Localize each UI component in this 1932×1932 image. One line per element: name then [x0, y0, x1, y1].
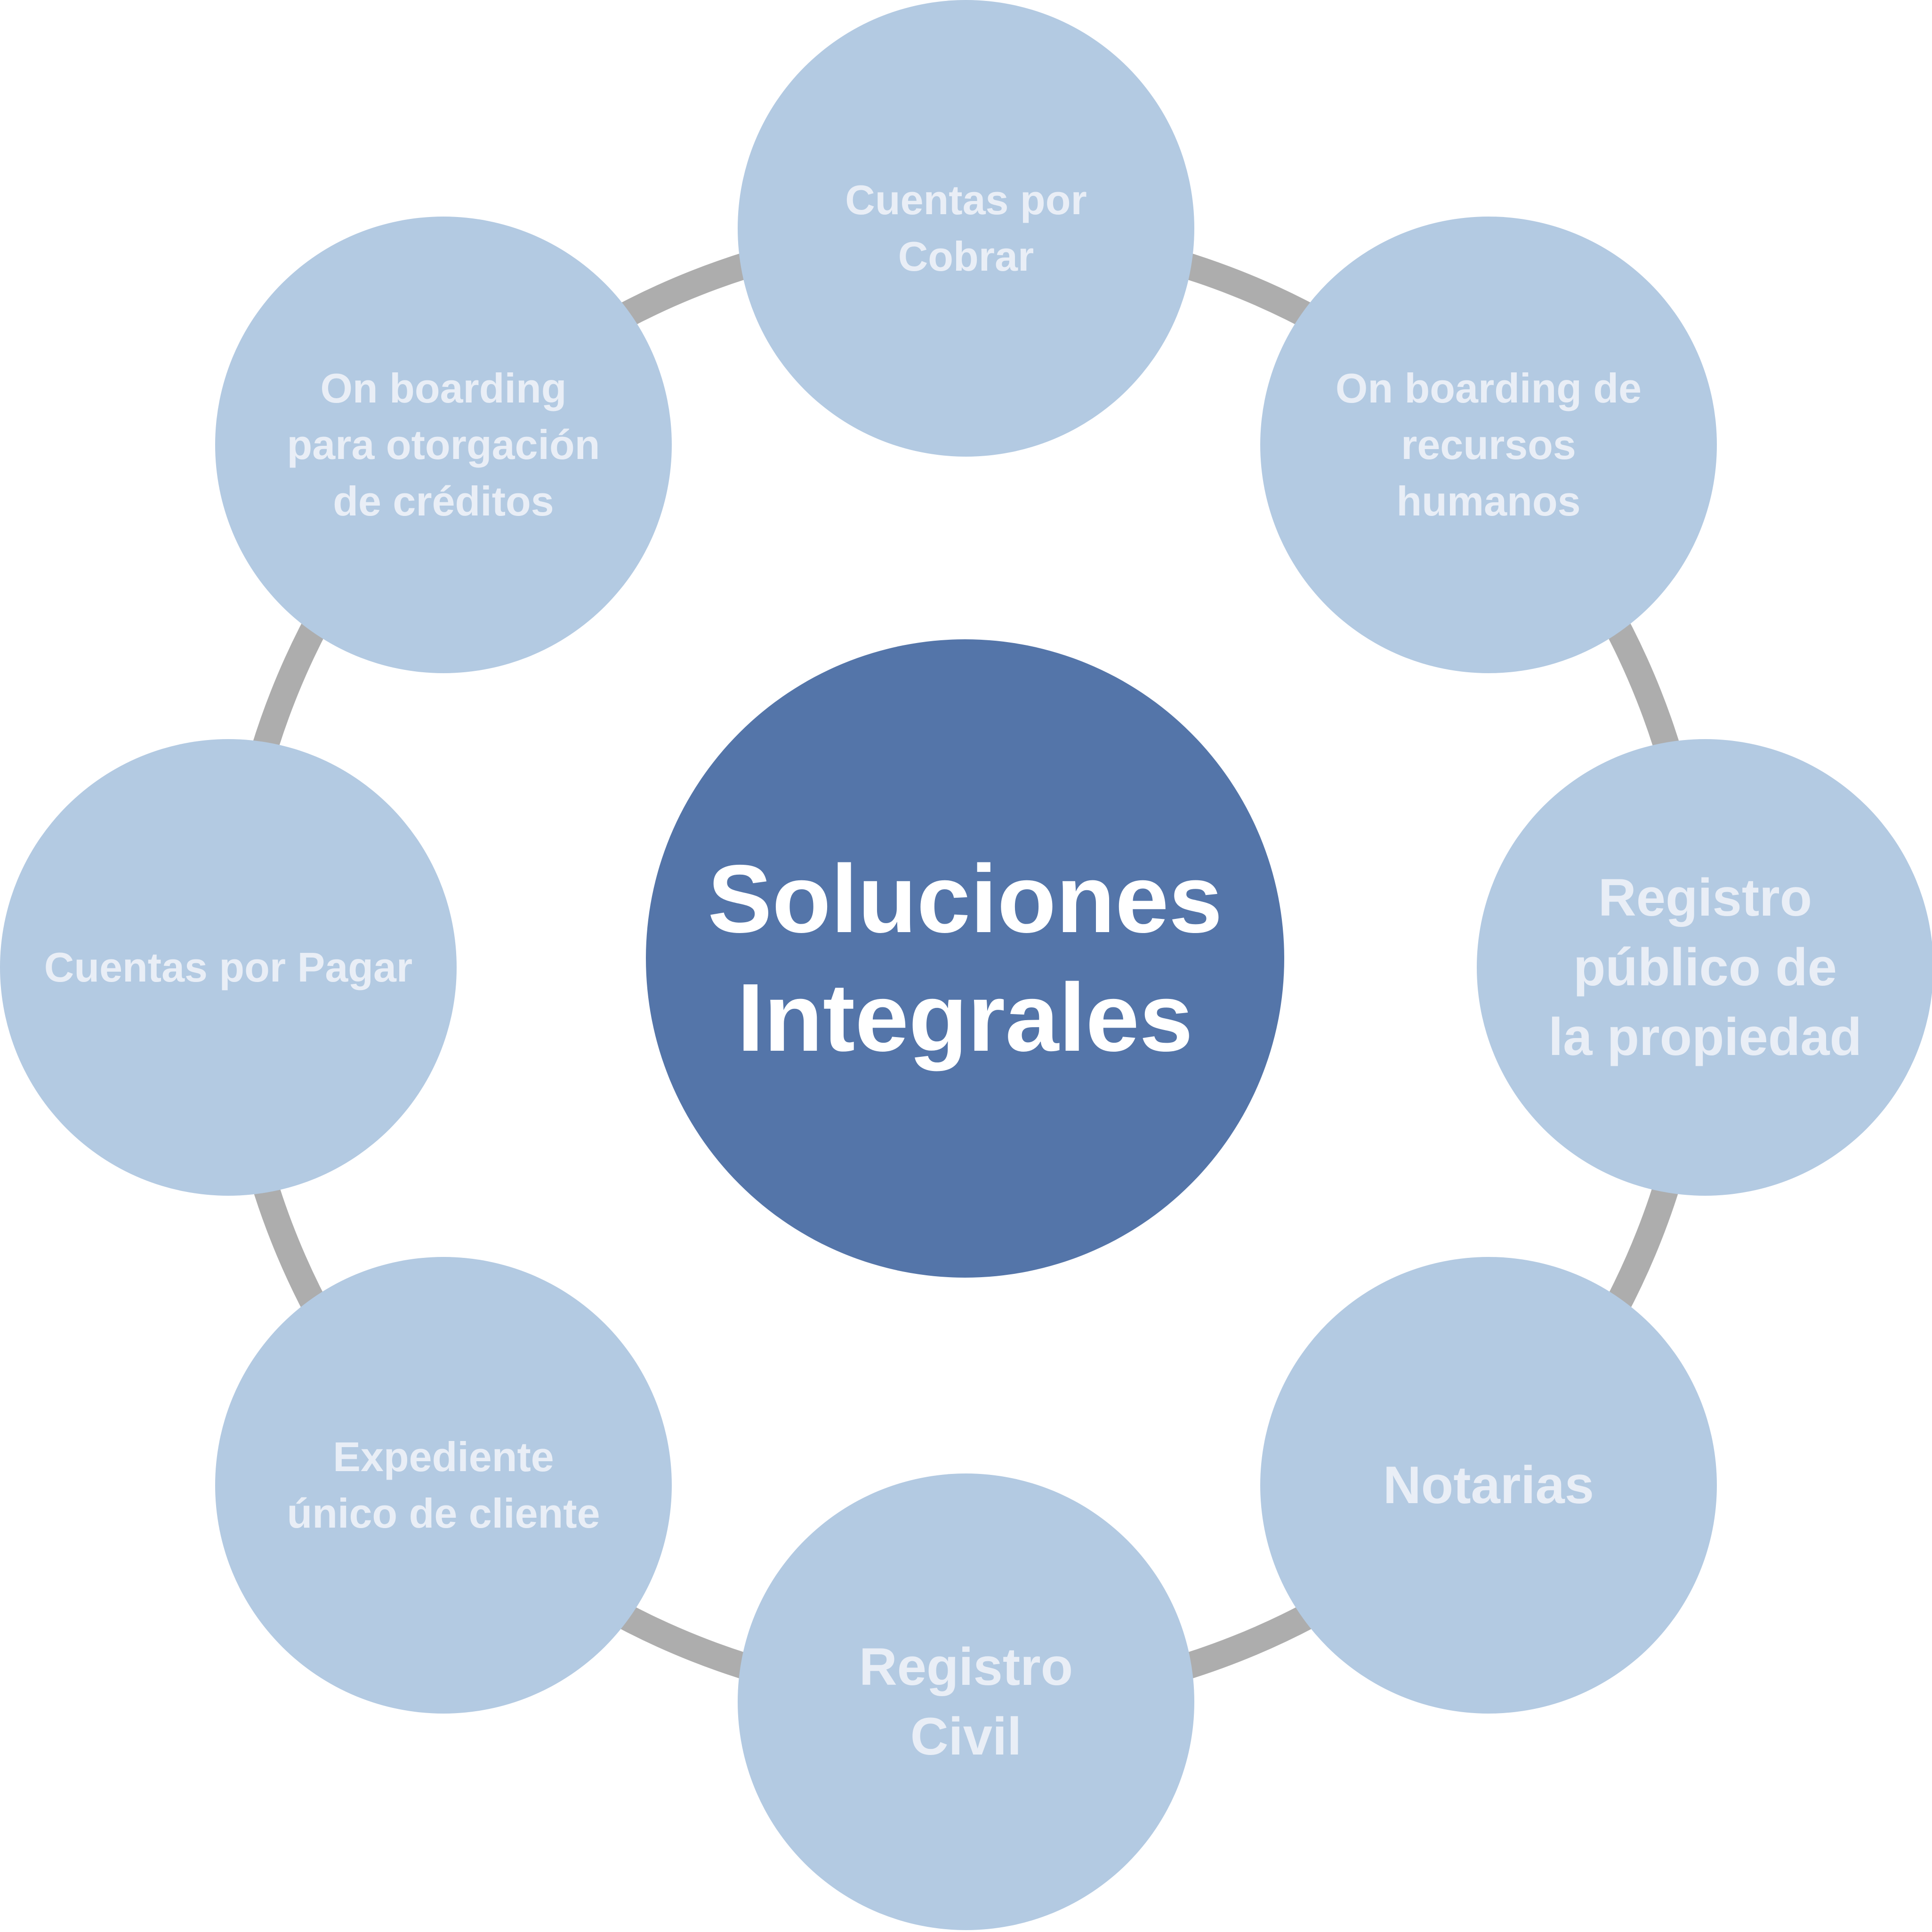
satellite-circle-top-left [215, 217, 672, 673]
satellite-label-top-right: On boarding de recursos humanos [1335, 365, 1642, 524]
satellite-label-top: Cuentas por Cobrar [845, 177, 1087, 280]
satellite-label-bottom: Registro Civil [859, 1637, 1073, 1766]
center-circle [646, 639, 1284, 1278]
satellite-circle-right [1477, 739, 1932, 1196]
satellite-label-left: Cuentas por Pagar [44, 944, 413, 991]
satellite-circle-left [0, 739, 457, 1196]
satellite-circle-top-right [1260, 217, 1717, 673]
satellite-label-top-left: On boarding para otorgación de créditos [287, 365, 600, 524]
satellite-label-bottom-left: Expediente único de cliente [287, 1433, 600, 1537]
satellite-circle-top [738, 0, 1194, 457]
satellite-circle-bottom-right [1260, 1257, 1717, 1714]
satellite-label-bottom-right: Notarias [1383, 1456, 1594, 1515]
satellite-label-right: Registro público de la propiedad [1548, 868, 1862, 1066]
satellite-circle-bottom [738, 1473, 1194, 1930]
satellite-circle-bottom-left [215, 1257, 672, 1714]
center-label: Soluciones Integrales [708, 845, 1223, 1071]
